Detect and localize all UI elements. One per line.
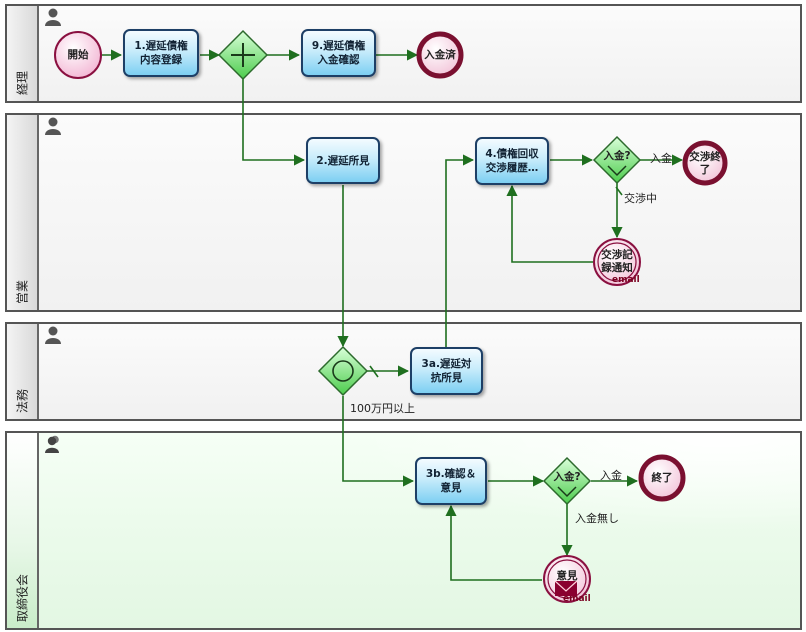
flow-label-board-unpaid: 入金無し — [575, 512, 619, 525]
notice-event-label: 交渉記 録通知 — [601, 249, 633, 274]
start-event — [54, 31, 102, 79]
actor-icon — [45, 117, 61, 135]
flow-label-over-1m: 100万円以上 — [350, 402, 415, 415]
flow-label-sales-paid: 入金 — [650, 152, 672, 165]
exclusive-gateway-sales — [592, 135, 642, 185]
flow-gateway-to-t2 — [242, 79, 306, 166]
opinion-email-tag: email — [563, 594, 591, 604]
flow-notice-to-t4 — [506, 184, 593, 263]
notice-email-tag: email — [612, 275, 640, 285]
task-negotiation-history[interactable]: 4.債権回収 交渉履歴… — [475, 137, 549, 185]
exclusive-gateway-board — [542, 456, 592, 506]
lane-board: 取締役会 — [5, 431, 802, 630]
end-event-paid-label: 入金済 — [424, 48, 456, 61]
flow-legal-to-t3b — [342, 396, 415, 487]
default-flow-mark — [615, 186, 623, 196]
envelope-icon — [554, 580, 578, 596]
actor-icon — [45, 326, 61, 344]
task-confirm-opinion[interactable]: 3b.確認＆ 意見 — [415, 457, 487, 505]
board-gateway-label: 入金? — [553, 470, 581, 483]
flow-t3a-to-t4 — [445, 154, 475, 347]
default-flow-mark — [369, 365, 379, 378]
lane-header: 経理 — [7, 6, 39, 101]
task-register-overdue[interactable]: 1.遅延債権 内容登録 — [123, 29, 199, 77]
end-event-negotiation — [682, 140, 728, 186]
lane-header: 営業 — [7, 115, 39, 310]
end-event-board — [638, 454, 686, 502]
flow-label-board-paid: 入金 — [600, 469, 622, 482]
actor-icon — [45, 8, 61, 26]
task-countermeasure-opinion[interactable]: 3a.遅延対 抗所見 — [410, 347, 483, 395]
intermediate-event-opinion — [543, 555, 591, 603]
sales-gateway-label: 入金? — [603, 149, 631, 162]
task-confirm-payment[interactable]: 9.遅延債権 入金確認 — [301, 29, 376, 77]
intermediate-event-notice — [593, 238, 641, 286]
end-event-paid — [416, 31, 464, 79]
flow-opinion-to-t3b — [445, 504, 542, 581]
lane-header: 取締役会 — [7, 433, 39, 628]
task-overdue-opinion[interactable]: 2.遅延所見 — [306, 137, 380, 184]
event-gateway-legal — [317, 345, 369, 397]
start-event-label: 開始 — [67, 48, 89, 61]
flow-label-negotiating: 交渉中 — [624, 192, 657, 205]
lane-header: 法務 — [7, 324, 39, 419]
end-event-negotiation-label: 交渉終 了 — [689, 151, 721, 176]
actor-group-icon — [45, 435, 59, 453]
parallel-gateway — [217, 29, 269, 81]
opinion-event-label: 意見 — [556, 569, 578, 582]
lane-sales: 営業 — [5, 113, 802, 312]
end-event-board-label: 終了 — [651, 471, 673, 484]
